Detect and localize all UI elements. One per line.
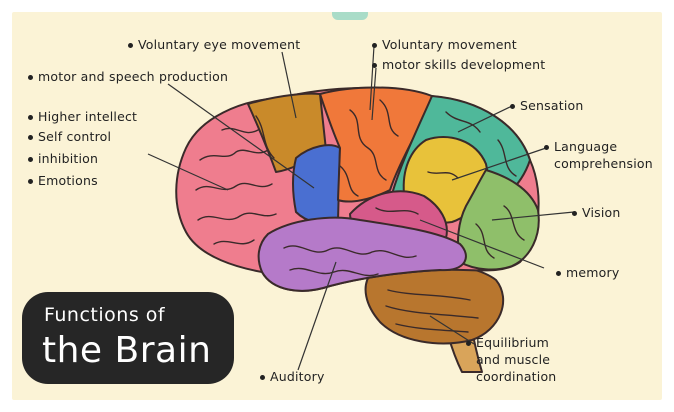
- label-motor-skills-development: motor skills development: [372, 57, 545, 73]
- label-equilibrium: Equilibrium: [466, 335, 549, 351]
- broca-region: [293, 145, 340, 223]
- label-vision: Vision: [572, 205, 621, 221]
- label-coordination: coordination: [476, 369, 556, 385]
- label-sensation: Sensation: [510, 98, 583, 114]
- label-inhibition: inhibition: [28, 151, 98, 167]
- title-line-2: the Brain: [42, 330, 211, 371]
- label-memory: memory: [556, 265, 619, 281]
- label-voluntary-eye-movement: Voluntary eye movement: [128, 37, 300, 53]
- label-higher-intellect: Higher intellect: [28, 109, 137, 125]
- label-self-control: Self control: [28, 129, 111, 145]
- title-line-1: Functions of: [44, 304, 165, 326]
- label-emotions: Emotions: [28, 173, 98, 189]
- label-auditory: Auditory: [260, 369, 325, 385]
- label-comprehension: comprehension: [554, 156, 653, 172]
- title-box: Functions of the Brain: [22, 292, 234, 384]
- label-and-muscle: and muscle: [476, 352, 550, 368]
- label-motor-speech-production: motor and speech production: [28, 69, 228, 85]
- label-language: Language: [544, 139, 617, 155]
- label-voluntary-movement: Voluntary movement: [372, 37, 517, 53]
